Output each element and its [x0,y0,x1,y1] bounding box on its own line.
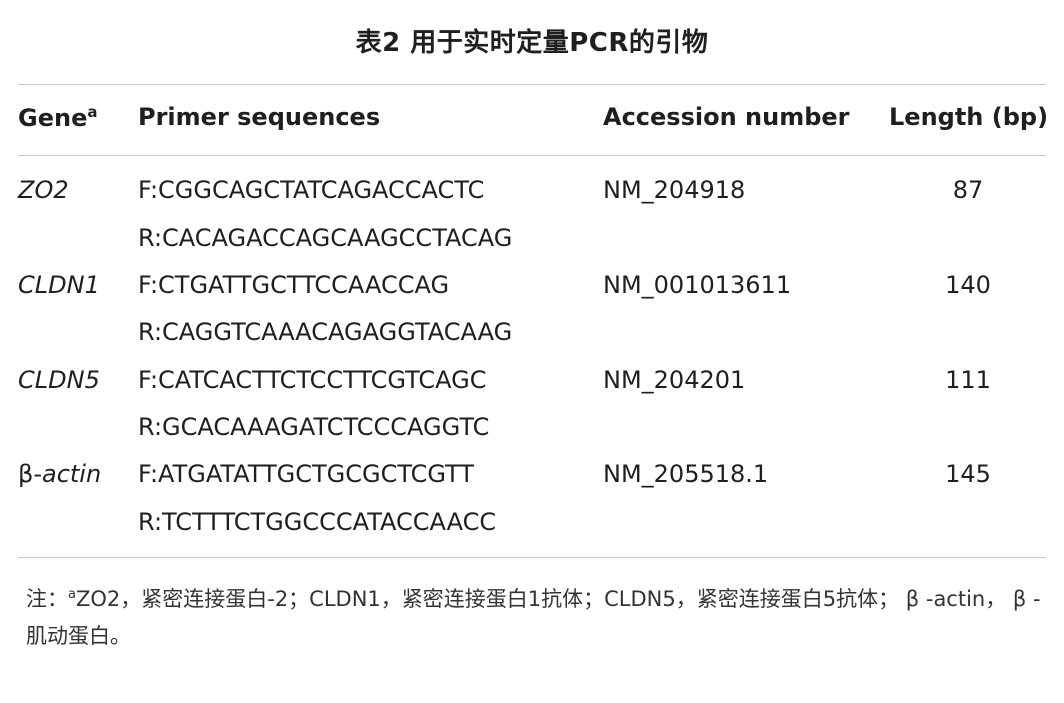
gene-name: CLDN1 [18,271,100,299]
gene-name: CLDN5 [18,366,100,394]
table-row-reverse-primer: R:CAGGTCAAACAGAGGTACAAG [138,318,513,346]
table-row-length: 111 [945,366,991,394]
table-row-accession: NM_001013611 [603,271,792,299]
table-row-reverse-primer: R:CACAGACCAGCAAGCCTACAG [138,224,513,252]
table-row-gene: CLDN1 [18,270,100,300]
table-title: 表2 用于实时定量PCR的引物 [355,28,709,58]
gene-prefix: β- [18,460,42,488]
table-row-gene: CLDN5 [18,365,100,395]
table-top-rule [18,84,1046,85]
header-primer-sequences: Primer sequences [138,103,381,131]
header-length: Length (bp) [889,103,1049,131]
table-footnote: 注：aZO2，紧密连接蛋白-2；CLDN1，紧密连接蛋白1抗体；CLDN5，紧密… [26,576,1041,655]
table-row-reverse-primer: R:TCTTTCTGGCCCATACCAACC [138,508,497,536]
table-row-forward-primer: F:CATCACTTCTCCTTCGTCAGC [138,366,487,394]
table-row-length: 140 [945,271,991,299]
table-row-forward-primer: F:ATGATATTGCTGCGCTCGTT [138,460,475,488]
footnote-lead: 注： [26,587,68,611]
header-gene-superscript: a [87,103,98,121]
table-header-rule [18,155,1046,156]
table-row-forward-primer: F:CTGATTGCTTCCAACCAG [138,271,450,299]
footnote-superscript: a [68,587,76,602]
table-row-length: 145 [945,460,991,488]
header-accession-number: Accession number [603,103,850,131]
table-row-accession: NM_204201 [603,366,746,394]
table-row-length: 87 [952,176,984,204]
table-row-reverse-primer: R:GCACAAAGATCTCCCAGGTC [138,413,490,441]
table-row-forward-primer: F:CGGCAGCTATCAGACCACTC [138,176,485,204]
table-row-gene: β-actin [18,459,101,489]
header-gene-label: Gene [18,104,88,132]
gene-name: ZO2 [18,176,69,204]
table-row-gene: ZO2 [18,175,69,205]
table-bottom-rule [18,557,1046,558]
header-gene: Genea [18,103,97,132]
table-row-accession: NM_205518.1 [603,460,769,488]
gene-name: actin [41,460,102,488]
table-row-accession: NM_204918 [603,176,746,204]
footnote-text: ZO2，紧密连接蛋白-2；CLDN1，紧密连接蛋白1抗体；CLDN5，紧密连接蛋… [26,587,1041,648]
